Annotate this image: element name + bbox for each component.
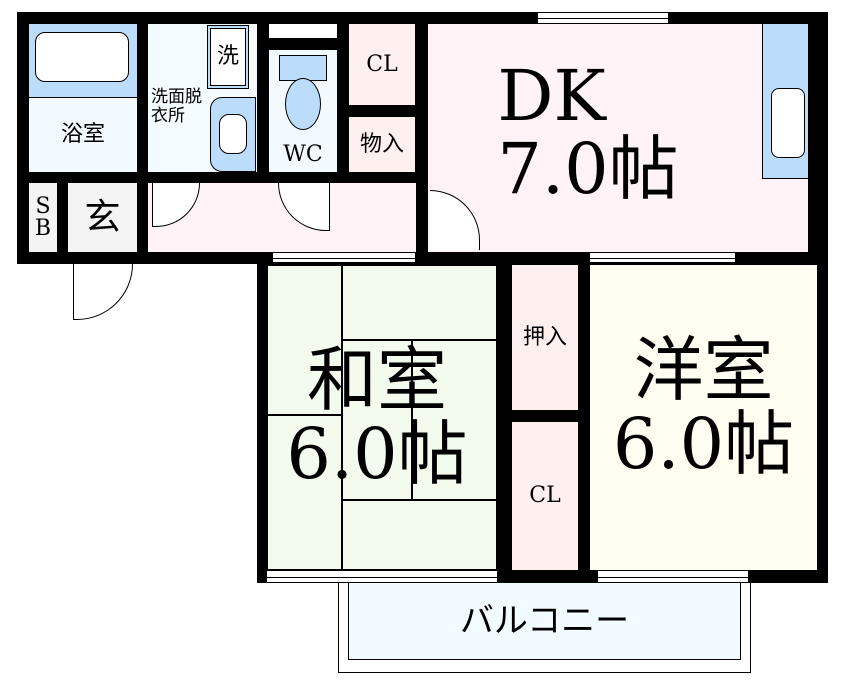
wc-top-strip — [269, 24, 337, 38]
shoebox-label-b: B — [34, 215, 52, 241]
shoebox: S B — [29, 183, 57, 252]
entrance: 玄 — [68, 183, 137, 252]
washer-label: 洗 — [216, 44, 239, 69]
sink-icon — [771, 88, 805, 158]
storage: 物入 — [349, 117, 415, 172]
room-youshitsu-size: 6.0帖 — [612, 402, 795, 485]
bathtub — [29, 24, 137, 98]
window-dk-bottom — [590, 252, 735, 263]
entrance-door — [73, 264, 133, 320]
room-dk-name: DK — [497, 54, 606, 137]
room-wc-label: WC — [283, 142, 323, 167]
room-washroom-label: 洗面脱 衣所 — [151, 87, 202, 126]
room-dk-size: 7.0帖 — [497, 128, 679, 210]
entrance-label: 玄 — [84, 196, 121, 238]
closet-top-label: CL — [366, 51, 398, 77]
window-youshitsu — [598, 570, 748, 583]
oshiire-label: 押入 — [522, 324, 567, 350]
room-youshitsu-name: 洋室 — [633, 329, 774, 411]
room-washitsu-size: 6.0帖 — [286, 412, 468, 495]
closet-top: CL — [349, 24, 415, 105]
room-dk: DK 7.0帖 — [428, 24, 808, 252]
toilet-bowl — [285, 78, 321, 130]
storage-label: 物入 — [359, 131, 404, 157]
shoebox-label-s: S — [35, 193, 51, 219]
washing-machine: 洗 — [207, 25, 249, 89]
closet-bottom: CL — [512, 422, 578, 570]
oshiire: 押入 — [512, 265, 578, 410]
balcony: バルコニー — [348, 583, 741, 660]
bathtub-basin — [35, 32, 129, 82]
room-washroom: 洗面脱 衣所 洗 — [148, 24, 257, 172]
window-hall — [273, 252, 415, 263]
room-washitsu: 和室 6.0帖 — [267, 265, 497, 570]
hallway — [148, 183, 416, 252]
room-youshitsu: 洋室 6.0帖 — [590, 265, 817, 570]
balcony-label: バルコニー — [459, 601, 630, 641]
washbasin — [210, 97, 256, 172]
room-washitsu-name: 和室 — [306, 339, 447, 421]
window-washitsu — [267, 570, 497, 583]
door-swing-wc — [278, 183, 330, 231]
door-swing-washroom — [152, 183, 200, 227]
window-dk-top — [538, 12, 668, 24]
room-wc: WC — [269, 50, 337, 172]
kitchen-counter — [762, 24, 808, 179]
closet-bottom-label: CL — [529, 483, 561, 508]
room-bath: 浴室 — [29, 98, 137, 172]
room-bath-label: 浴室 — [60, 122, 105, 147]
